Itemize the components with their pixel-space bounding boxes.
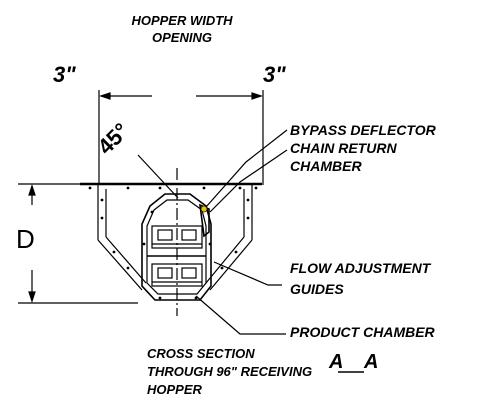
hopper-width-line1: HOPPER WIDTH [131, 13, 233, 28]
product-chamber-label: PRODUCT CHAMBER [290, 324, 435, 340]
flow-adjustment-label: FLOW ADJUSTMENT GUIDES [290, 261, 430, 296]
flow-adjustment-line2: GUIDES [290, 281, 344, 297]
dim-right-label: 3" [263, 62, 286, 87]
dim-left-label: 3" [53, 62, 76, 87]
chain-return-line1: CHAIN RETURN [290, 140, 397, 156]
chain-casing [141, 193, 212, 301]
height-label: D [16, 224, 35, 254]
leader-product-chamber [195, 295, 286, 335]
bypass-deflector-label: BYPASS DEFLECTOR [290, 122, 436, 138]
hopper-width-line2: OPENING [152, 30, 212, 45]
deflector-pivot [200, 205, 208, 213]
upper-paddle-window-right [181, 229, 197, 241]
lower-paddle-window-right [181, 267, 197, 279]
hopper-width-label: HOPPER WIDTH OPENING [112, 14, 252, 44]
dim-arrow-left [99, 92, 111, 100]
angle-guide-line [137, 154, 179, 199]
chain-return-line2: CHAMBER [290, 158, 362, 174]
leader-flow-adjustment [213, 261, 282, 286]
section-mark-a-left: A [329, 351, 344, 373]
d-arrow-top [28, 184, 36, 196]
chain-return-label: CHAIN RETURN CHAMBER [290, 141, 397, 173]
section-mark-a-right: A [364, 351, 379, 373]
hopper-left-inner-slope [105, 236, 147, 284]
leader-chain-return [209, 149, 288, 213]
cross-section-line1: CROSS SECTION [147, 346, 255, 361]
upper-paddle-window-left [157, 229, 173, 241]
hopper-left-slope [97, 239, 143, 291]
lower-paddle-window-left [157, 267, 173, 279]
cross-section-line2: THROUGH 96" RECEIVING [147, 364, 313, 379]
cross-section-label: CROSS SECTION THROUGH 96" RECEIVING HOPP… [147, 347, 312, 396]
hopper-right-inner-slope [205, 236, 245, 284]
leader-bypass-deflector [205, 129, 288, 208]
cross-section-line3: HOPPER [147, 382, 202, 397]
flow-adjustment-line1: FLOW ADJUSTMENT [290, 260, 431, 276]
d-arrow-bottom [28, 291, 36, 303]
chain-casing-inner [146, 199, 207, 295]
hopper-right-slope [209, 239, 253, 291]
dim-arrow-right [251, 92, 263, 100]
